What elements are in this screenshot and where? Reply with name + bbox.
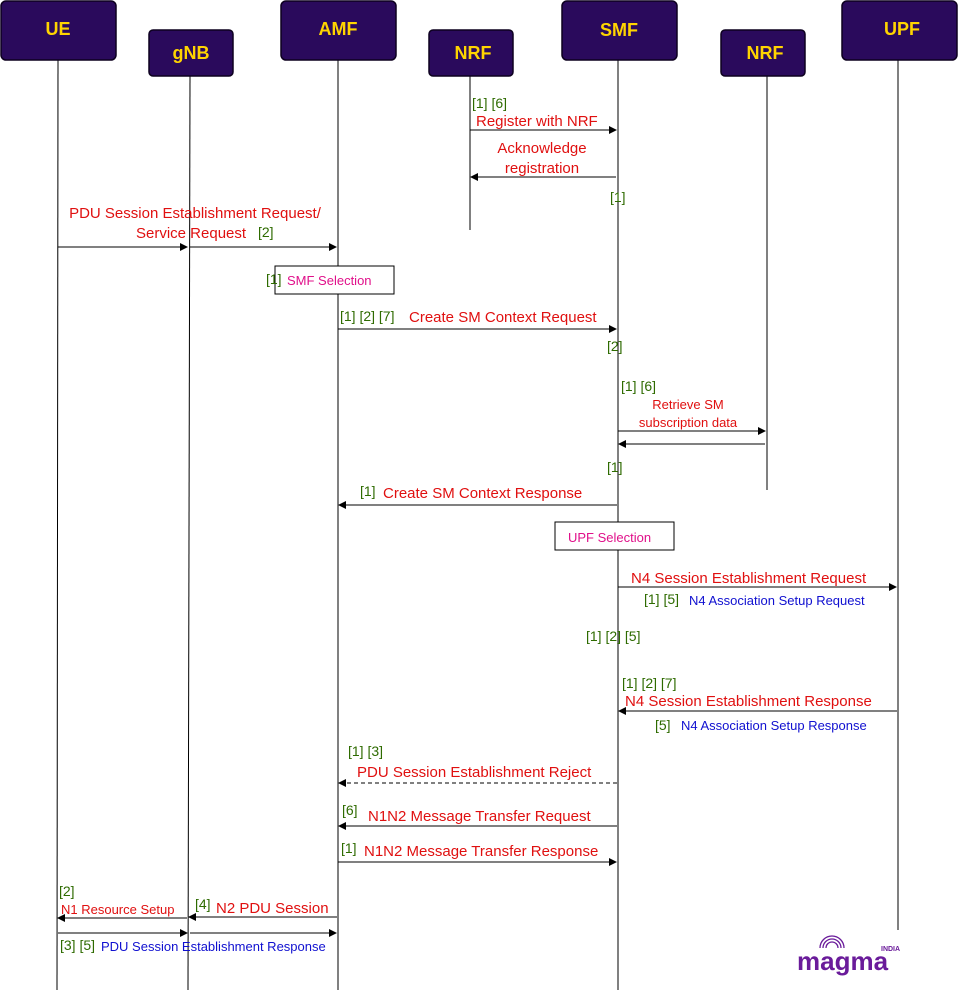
ack-label-line2: registration <box>505 160 579 177</box>
create-request-refs: [1] [2] [7] <box>340 308 394 324</box>
svg-text:INDIA: INDIA <box>881 946 900 953</box>
n2-pdu-ref: [4] <box>195 896 211 912</box>
smf-ref-2: [2] <box>607 338 623 354</box>
create-response-label: Create SM Context Response <box>383 485 582 502</box>
upf-selection-label: UPF Selection <box>568 530 651 545</box>
svg-text:gNB: gNB <box>173 43 210 63</box>
n1n2-request-label: N1N2 Message Transfer Request <box>368 808 591 825</box>
n1n2-response-label: N1N2 Message Transfer Response <box>364 843 598 860</box>
reject-refs: [1] [3] <box>348 743 383 759</box>
smf-ref-3: [1] <box>607 459 623 475</box>
n4-request-label: N4 Session Establishment Request <box>631 570 867 587</box>
retrieve-label-line1: Retrieve SM <box>652 397 724 412</box>
smf-selection-box <box>274 265 395 295</box>
smf-selection-ref: [1] <box>266 271 282 287</box>
participant-upf: UPF <box>841 0 958 61</box>
pdu-request-label-line1: PDU Session Establishment Request/ <box>69 205 322 222</box>
n1-setup-ref: [2] <box>59 883 75 899</box>
retrieve-refs: [1] [6] <box>621 378 656 394</box>
n2-pdu-label: N2 PDU Session <box>216 900 329 917</box>
magma-india-logo: magma INDIA <box>790 930 910 990</box>
create-request-label: Create SM Context Request <box>409 309 597 326</box>
register-label: Register with NRF <box>476 113 598 130</box>
n1n2-request-ref: [6] <box>342 802 358 818</box>
svg-text:SMF: SMF <box>600 20 638 40</box>
ue-lifeline <box>56 59 59 991</box>
svg-text:NRF: NRF <box>455 43 492 63</box>
upf-selection-box <box>554 521 675 551</box>
participant-nrf-right: NRF <box>720 29 806 77</box>
n1n2-response-ref: [1] <box>341 840 357 856</box>
participant-nrf-left: NRF <box>428 29 514 77</box>
smf-selection-label: SMF Selection <box>287 273 372 288</box>
n1-setup-label: N1 Resource Setup <box>61 902 174 917</box>
svg-text:AMF: AMF <box>319 19 358 39</box>
ack-label-line1: Acknowledge <box>497 140 586 157</box>
svg-text:UPF: UPF <box>884 19 920 39</box>
create-response-ref: [1] <box>360 483 376 499</box>
n4-assoc-request-label: N4 Association Setup Request <box>689 593 865 608</box>
participant-ue: UE <box>0 0 117 61</box>
svg-text:UE: UE <box>45 19 70 39</box>
n4-response-refs: [1] [2] [7] <box>622 675 676 691</box>
pdu-response-label: PDU Session Establishment Response <box>101 939 326 954</box>
n4-assoc-response-label: N4 Association Setup Response <box>681 718 867 733</box>
n4-assoc-response-ref: [5] <box>655 717 671 733</box>
pdu-response-refs: [3] [5] <box>60 937 95 953</box>
register-refs: [1] [6] <box>472 95 507 111</box>
svg-text:NRF: NRF <box>747 43 784 63</box>
n4-assoc-request-refs: [1] [5] <box>644 591 679 607</box>
reject-label: PDU Session Establishment Reject <box>357 764 592 781</box>
gnb-lifeline <box>187 75 191 991</box>
participant-smf: SMF <box>561 0 678 61</box>
retrieve-label-line2: subscription data <box>639 415 738 430</box>
participant-amf: AMF <box>280 0 397 61</box>
smf-refs-4: [1] [2] [5] <box>586 628 640 644</box>
pdu-request-label-line2: Service Request <box>136 225 247 242</box>
svg-text:magma: magma <box>797 946 889 976</box>
n4-response-label: N4 Session Establishment Response <box>625 693 872 710</box>
smf-ref-1: [1] <box>610 189 626 205</box>
pdu-request-ref: [2] <box>258 224 274 240</box>
participant-gnb: gNB <box>148 29 234 77</box>
